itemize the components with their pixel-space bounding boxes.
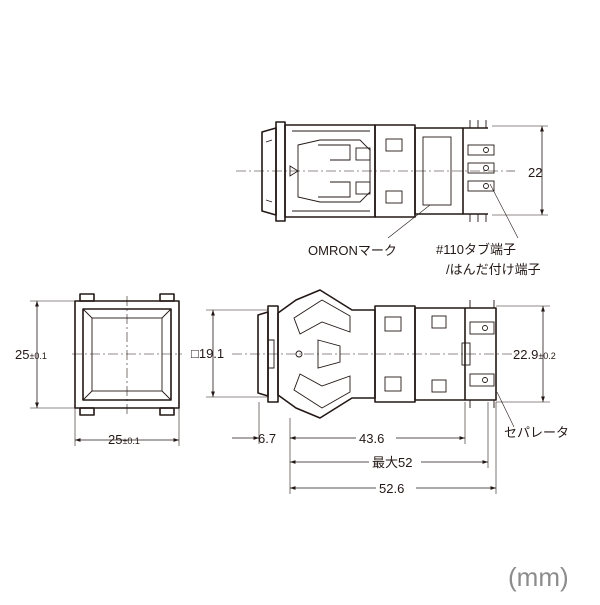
side-inner-lever: [317, 339, 341, 369]
dim-front-text: 6.7: [258, 431, 276, 446]
front-lens-bevel: [82, 308, 172, 401]
top-tab-rails: [463, 127, 488, 215]
front-view: 25±0.1 25±0.1: [15, 293, 182, 447]
dim-max-text-bg: [369, 453, 421, 467]
top-window-a: [385, 138, 403, 152]
side-pivot: [295, 350, 303, 358]
top-bezel: [275, 121, 286, 222]
front-bezel: [74, 300, 180, 409]
top-tab-3: [467, 180, 495, 192]
separator-leader: [496, 391, 515, 428]
side-view: □19.1 22.9±0.2 セパレータ 6.7 43.6 最大52 52.6: [191, 289, 569, 496]
omron-mark-label: OMRONマーク: [308, 243, 397, 258]
top-terminal-window: [422, 136, 452, 206]
top-tab-3-hole: [483, 183, 489, 189]
dim-body-text: 43.6: [359, 431, 384, 446]
side-tab-1-hole: [482, 325, 488, 331]
side-height-value: 22.9: [513, 347, 538, 362]
top-tab-1: [467, 144, 495, 156]
side-cap-step: [268, 339, 275, 369]
side-term-window-b: [431, 379, 447, 393]
front-width-tol: ±0.1: [122, 436, 139, 446]
side-window-a: [384, 316, 402, 332]
top-view: 22 OMRONマーク #110タブ端子 /はんだ付け端子: [236, 120, 548, 277]
side-tab-pins: [469, 300, 495, 408]
top-mark-box-b: [355, 181, 371, 195]
dim-body-text-bg: [356, 429, 396, 443]
side-window-b: [384, 376, 402, 392]
top-cap-detail: [265, 139, 273, 203]
dim-total-text-bg: [376, 479, 416, 493]
top-tab-2: [467, 162, 495, 174]
side-square-dim-text: □19.1: [191, 346, 224, 361]
front-tab-br: [159, 407, 175, 416]
terminal-label-line1: #110タブ端子: [436, 242, 516, 257]
front-height-tol: ±0.1: [29, 351, 46, 361]
top-body-edges: [292, 130, 370, 212]
side-terminal-block: [414, 307, 466, 401]
side-term-window-a: [431, 315, 447, 329]
top-tab-1-hole: [483, 147, 489, 153]
side-clip-lower: [293, 373, 351, 409]
side-height-dim-text: 22.9±0.2: [513, 347, 556, 362]
top-window-b: [385, 190, 403, 204]
front-lens: [91, 317, 163, 392]
side-tab-2-hole: [482, 377, 488, 383]
terminal-leader: [489, 183, 519, 239]
front-height-value: 25: [15, 347, 29, 362]
side-tab-1: [469, 321, 495, 335]
front-tab-tr: [159, 293, 175, 302]
top-inner-pin: [289, 165, 299, 177]
side-tab-housing: [465, 307, 497, 401]
top-height-dim-text: 22: [528, 165, 542, 180]
dim-total-text: 52.6: [379, 481, 404, 496]
front-width-dim-text: 25±0.1: [108, 432, 140, 447]
top-mark-box-a: [355, 147, 371, 161]
side-clip-upper: [293, 299, 351, 335]
front-height-dim-text: 25±0.1: [15, 347, 47, 362]
front-tab-bl: [79, 407, 95, 416]
separator-label: セパレータ: [504, 425, 569, 440]
unit-label: (mm): [508, 562, 569, 592]
side-height-tol: ±0.2: [538, 351, 555, 361]
front-frame: [82, 308, 172, 401]
side-separator-block: [461, 342, 471, 366]
top-terminal-block: [414, 127, 464, 215]
top-tab-2-hole: [483, 165, 489, 171]
front-tab-tl: [79, 293, 95, 302]
terminal-label-line2: /はんだ付け端子: [446, 262, 541, 277]
omron-mark-leader: [387, 204, 431, 239]
top-inner-latch: [318, 144, 351, 198]
dim-max-text: 最大52: [372, 455, 412, 470]
front-width-value: 25: [108, 432, 122, 447]
side-tab-2: [469, 373, 495, 387]
top-tab-pins: [469, 120, 487, 222]
